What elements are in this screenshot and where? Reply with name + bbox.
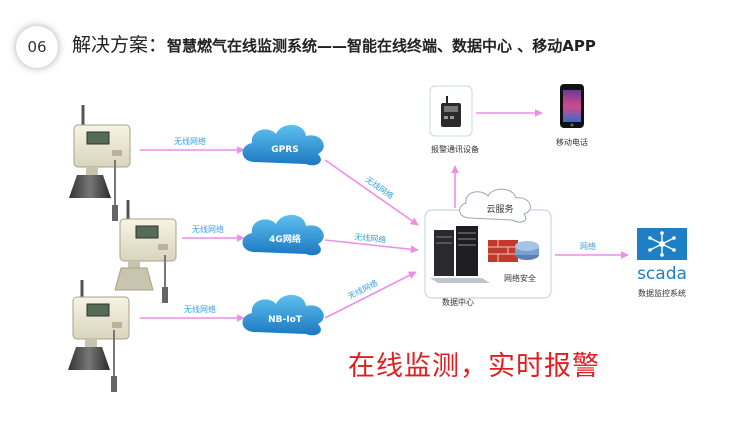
gas-detector-2 (114, 200, 177, 303)
firewall-icon (488, 240, 518, 262)
label-wireless-nbiot: 无线网络 (346, 278, 379, 301)
label-wireless-4g: 无线网络 (354, 231, 387, 244)
alarm-device-icon (441, 96, 461, 127)
section-number: 06 (27, 38, 47, 56)
arrow-4g-datacenter (324, 239, 419, 254)
network-security-label: 网络安全 (504, 273, 536, 283)
cloud-4g-label: 4G网络 (269, 233, 301, 245)
server-rack-icon (430, 226, 490, 283)
gas-detector-1 (69, 105, 131, 221)
label-wireless-2: 无线网络 (192, 224, 224, 234)
alarm-device-label: 报警通讯设备 (431, 144, 479, 154)
scada-logo-icon (637, 228, 687, 260)
tagline: 在线监测，实时报警 (348, 351, 600, 382)
label-wireless-gprs: 无线网络 (364, 174, 396, 201)
scada-logo-text: scada (637, 264, 687, 284)
cloud-4g: 4G网络 (242, 214, 324, 256)
gas-detector-3 (68, 280, 130, 392)
cloud-gprs: GPRS (242, 124, 324, 166)
arrow-nbiot-datacenter (324, 271, 417, 319)
cloud-gprs-label: GPRS (271, 145, 298, 155)
cloud-service-label: 云服务 (486, 203, 513, 215)
page-title: 解决方案：智慧燃气在线监测系统——智能在线终端、数据中心 、移动APP (72, 30, 596, 57)
arrow-gprs-datacenter (324, 159, 419, 226)
label-wireless-3: 无线网络 (184, 304, 216, 314)
label-wireless-1: 无线网络 (174, 136, 206, 146)
scada-label: 数据监控系统 (638, 288, 686, 298)
section-number-badge: 06 (16, 26, 58, 68)
page-title-lead: 解决方案： (72, 34, 168, 56)
cloud-nbiot: NB-IoT (242, 294, 324, 336)
label-network: 网络 (580, 241, 596, 251)
router-icon (515, 241, 539, 260)
mobile-phone-label: 移动电话 (556, 137, 588, 147)
page-title-rest: 智慧燃气在线监测系统——智能在线终端、数据中心 、移动APP (167, 37, 596, 55)
mobile-phone-icon (560, 84, 584, 128)
data-center-label: 数据中心 (442, 297, 474, 307)
cloud-nbiot-label: NB-IoT (268, 315, 303, 325)
cloud-service: 云服务 (459, 188, 531, 223)
